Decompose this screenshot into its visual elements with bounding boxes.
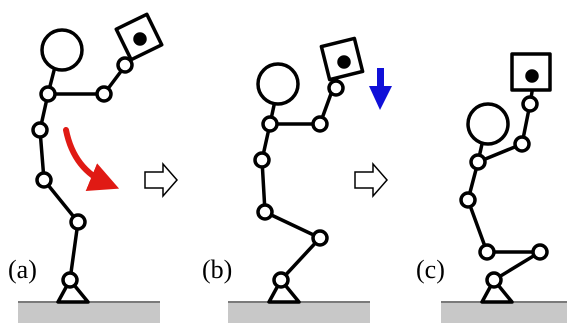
joint-a-7 (116, 56, 134, 74)
base-foot-b (267, 278, 301, 304)
panel-c (441, 52, 567, 323)
joint-c-5 (469, 153, 487, 171)
joint-b-5 (261, 115, 279, 133)
joint-a-4 (31, 121, 49, 139)
joint-a-2 (69, 213, 87, 231)
head-a (40, 28, 84, 72)
transition-arrow-1 (144, 162, 178, 198)
curved-arrow-red (63, 127, 120, 192)
joint-b-3 (256, 203, 274, 221)
joint-c-3 (478, 243, 496, 261)
joint-a-6 (95, 85, 113, 103)
base-foot-c (480, 278, 514, 304)
joint-c-2 (531, 243, 549, 261)
joint-b-7 (327, 79, 345, 97)
base-foot-a (56, 278, 90, 304)
joint-c-4 (459, 191, 477, 209)
box-weight-b (337, 55, 351, 69)
panel-label-b: (b) (202, 255, 233, 284)
ground-a (18, 302, 160, 323)
head-c (466, 102, 510, 146)
joint-c-7 (521, 95, 539, 113)
down-arrow-blue (369, 68, 392, 110)
joint-b-2 (311, 229, 329, 247)
panel-b (228, 36, 392, 323)
joint-c-1 (485, 271, 503, 289)
joint-b-4 (253, 151, 271, 169)
ground-b (228, 302, 370, 323)
joint-b-6 (311, 115, 329, 133)
ground-c (441, 302, 567, 323)
panel-label-c: (c) (416, 255, 445, 284)
stick-robot-c (459, 52, 552, 304)
joint-b-1 (272, 271, 290, 289)
stick-robot-a (31, 12, 164, 304)
box-weight-c (525, 69, 539, 83)
transition-arrow-2 (354, 162, 388, 198)
joint-a-3 (35, 171, 53, 189)
stick-robot-b (253, 36, 365, 304)
box-weight-a (133, 32, 147, 46)
joint-a-5 (39, 85, 57, 103)
panel-label-a: (a) (8, 255, 37, 284)
panel-a (18, 12, 164, 323)
joint-a-1 (61, 271, 79, 289)
joint-c-6 (513, 135, 531, 153)
head-b (256, 62, 300, 106)
